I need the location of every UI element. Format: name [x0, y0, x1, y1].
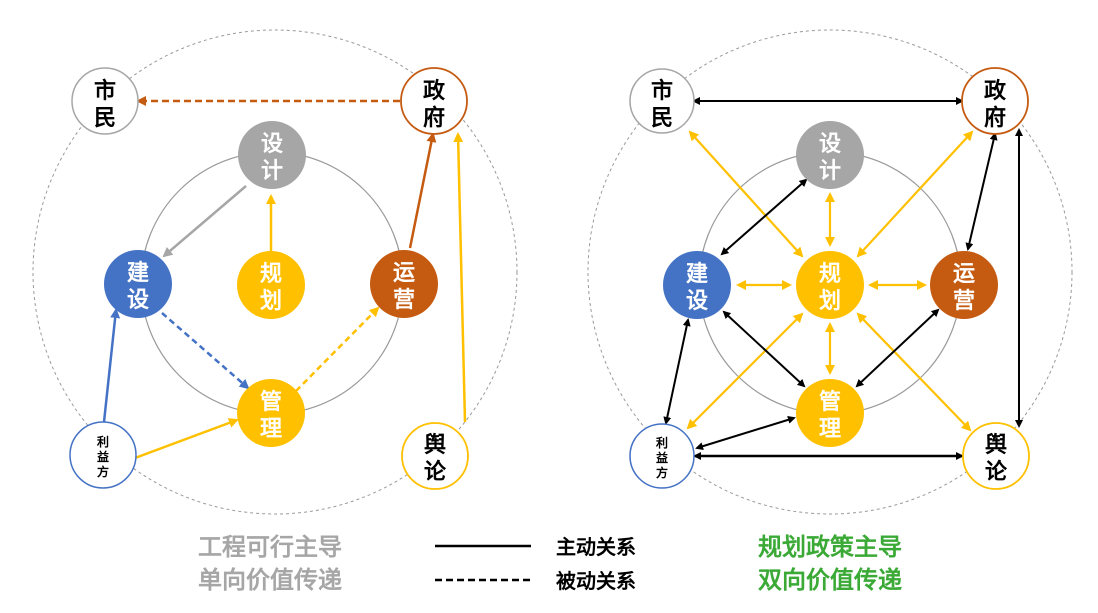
left-node-guihua: 规 划 — [237, 251, 305, 319]
left-arrow-jianshe-guanli — [161, 312, 250, 390]
left-node-zhengfu-label-2: 府 — [423, 105, 445, 131]
right-node-sheji-label-1: 设 — [819, 132, 841, 157]
left-node-zhengfu: 政 府 — [400, 67, 468, 135]
left-node-zhengfu-label-1: 政 — [423, 78, 446, 104]
left-caption-line2: 单向价值传递 — [198, 566, 342, 594]
right-arrow-yunying-zhengfu — [965, 132, 998, 251]
right-arrow-liyifang-guanli — [695, 415, 796, 451]
left-caption-line1: 工程可行主导 — [198, 533, 342, 561]
right-node-guihua-label-2: 划 — [819, 289, 841, 314]
right-arrow-guihua-zhengfu — [856, 130, 974, 258]
left-node-jianshe-label-1: 建 — [127, 261, 149, 286]
left-node-sheji-label-1: 设 — [261, 132, 283, 157]
left-node-jianshe: 建 设 — [104, 250, 172, 318]
left-node-guanli-label-2: 理 — [260, 417, 282, 442]
left-arrow-guanli-yunying — [295, 306, 380, 392]
right-caption-line2: 双向价值传递 — [758, 566, 902, 594]
right-node-guanli: 管 理 — [796, 379, 864, 447]
right-node-liyifang: 利 益 方 — [629, 423, 695, 489]
right-diagram: 市 民 政 府 设 计 建 设 规 划 运 营 管 — [587, 29, 1073, 515]
right-node-liyifang-label-1: 利 — [656, 435, 668, 450]
left-node-yunying-label-1: 运 — [393, 261, 415, 286]
left-node-yunying-label-2: 营 — [393, 288, 415, 313]
right-node-yunying-label-2: 营 — [953, 289, 975, 314]
right-node-jianshe-label-1: 建 — [686, 262, 708, 287]
right-node-guanli-label-2: 理 — [819, 417, 841, 442]
left-diagram: 市 民 政 府 设 计 建 设 规 划 运 营 管 — [32, 29, 518, 515]
right-node-jianshe: 建 设 — [663, 251, 731, 319]
left-node-shimin: 市 民 — [71, 67, 139, 135]
left-arrow-sheji-jianshe — [162, 185, 247, 258]
right-caption: 规划政策主导 双向价值传递 — [758, 533, 902, 594]
left-node-liyifang-label-1: 利 — [97, 434, 109, 449]
right-node-yulun-label-1: 舆 — [985, 432, 1007, 458]
left-node-shimin-label-2: 民 — [94, 106, 116, 131]
left-node-guihua-label-2: 划 — [260, 289, 282, 314]
right-node-shimin: 市 民 — [629, 68, 695, 134]
right-node-guihua-label-1: 规 — [819, 262, 841, 287]
right-node-yulun-label-2: 论 — [985, 459, 1008, 485]
right-caption-line1: 规划政策主导 — [758, 533, 902, 561]
left-node-liyifang-label-2: 益 — [97, 449, 109, 464]
left-arrow-liyifang-jianshe — [102, 308, 121, 423]
left-outer-ring — [32, 29, 518, 515]
right-node-yunying-label-1: 运 — [953, 262, 975, 287]
legend-solid-label: 主动关系 — [556, 535, 636, 559]
right-node-guanli-label-1: 管 — [819, 389, 841, 415]
left-node-shimin-label-1: 市 — [94, 78, 116, 104]
right-node-sheji: 设 计 — [796, 121, 864, 189]
left-node-sheji-label-2: 计 — [261, 159, 283, 184]
right-node-guihua: 规 划 — [796, 251, 864, 319]
right-node-yunying: 运 营 — [930, 251, 998, 319]
right-node-liyifang-label-3: 方 — [656, 465, 668, 480]
right-node-shimin-label-1: 市 — [651, 78, 673, 104]
left-arrow-liyifang-guanli — [134, 418, 239, 460]
left-node-yulun: 舆 论 — [401, 422, 469, 490]
left-node-yunying: 运 营 — [370, 250, 438, 318]
right-node-zhengfu-label-2: 府 — [984, 105, 1006, 131]
left-node-yulun-label-2: 论 — [424, 459, 447, 485]
right-node-liyifang-label-2: 益 — [656, 450, 668, 465]
right-node-zhengfu: 政 府 — [961, 67, 1029, 135]
right-node-sheji-label-2: 计 — [819, 159, 841, 184]
left-arrow-yulun-zhengfu — [453, 132, 467, 423]
left-arrow-yunying-zhengfu — [408, 132, 437, 249]
left-node-guanli-label-1: 管 — [260, 389, 282, 415]
left-node-jianshe-label-2: 设 — [127, 288, 149, 313]
left-node-liyifang: 利 益 方 — [69, 421, 137, 489]
right-node-jianshe-label-2: 设 — [686, 289, 708, 314]
left-node-guanli: 管 理 — [237, 379, 305, 447]
left-node-guihua-label-1: 规 — [260, 262, 282, 287]
right-arrow-jianshe-sheji — [720, 178, 808, 256]
left-node-liyifang-label-3: 方 — [97, 464, 109, 479]
right-node-zhengfu-label-1: 政 — [984, 78, 1007, 104]
left-node-yulun-label-1: 舆 — [424, 432, 446, 458]
right-arrow-liyifang-jianshe — [663, 318, 691, 425]
legend-dashed-label: 被动关系 — [556, 569, 636, 593]
right-arrow-jianshe-guanli — [722, 310, 806, 388]
right-arrow-yunying-guanli — [855, 308, 940, 388]
left-node-sheji: 设 计 — [238, 121, 306, 189]
right-outer-ring — [587, 29, 1073, 515]
right-node-yulun: 舆 论 — [962, 422, 1030, 490]
legend: 主动关系 被动关系 — [435, 535, 636, 593]
left-caption: 工程可行主导 单向价值传递 — [198, 533, 342, 594]
right-node-shimin-label-2: 民 — [651, 106, 673, 131]
